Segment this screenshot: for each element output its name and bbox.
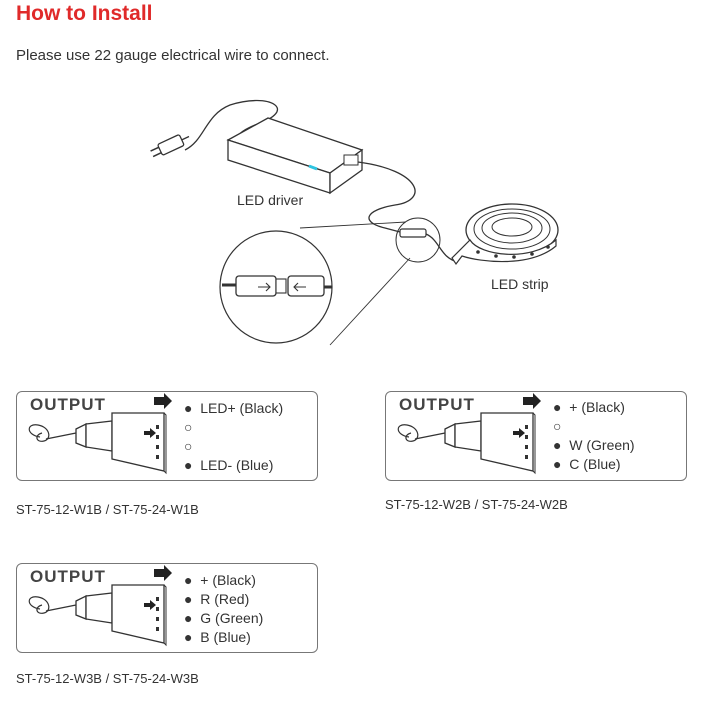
- led-strip-label: LED strip: [491, 276, 549, 292]
- wire-instruction: Please use 22 gauge electrical wire to c…: [16, 47, 330, 64]
- pin-label: LED+ (Black): [200, 400, 284, 416]
- pin-bullet: ●: [184, 400, 193, 416]
- output-connector-icon: [28, 565, 172, 647]
- led-driver-label: LED driver: [237, 192, 304, 208]
- pin-label: + (Black): [569, 399, 625, 415]
- pin-bullet: ●: [553, 399, 562, 415]
- pin-bullet: ●: [553, 437, 562, 453]
- pin-label: C (Blue): [569, 456, 621, 472]
- model-numbers: ST-75-12-W2B / ST-75-24-W2B: [385, 497, 568, 512]
- power-plug-icon: [150, 134, 190, 158]
- installation-diagram: [150, 99, 559, 346]
- model-numbers: ST-75-12-W3B / ST-75-24-W3B: [16, 671, 199, 686]
- output-title: OUTPUT: [30, 567, 106, 586]
- pin-label: B (Blue): [200, 629, 251, 645]
- output-title: OUTPUT: [30, 395, 106, 414]
- pin-bullet: ●: [184, 572, 193, 588]
- pin-label: LED- (Blue): [200, 457, 274, 473]
- pin-label: R (Red): [200, 591, 250, 607]
- page-title: How to Install: [16, 2, 153, 25]
- pin-label: W (Green): [569, 437, 635, 453]
- output-connector-icon: [397, 393, 541, 475]
- pin-bullet: ●: [184, 610, 193, 626]
- connector-closeup: [219, 230, 333, 344]
- output-connector-icon: [28, 393, 172, 475]
- pin-label: G (Green): [200, 610, 264, 626]
- pin-bullet: ●: [184, 591, 193, 607]
- output-title: OUTPUT: [399, 395, 475, 414]
- pin-bullet: ○: [184, 419, 193, 435]
- output-cable: [357, 161, 416, 233]
- pin-bullet: ●: [184, 629, 193, 645]
- led-strip-reel: [451, 203, 559, 266]
- led-driver-box: [226, 117, 364, 195]
- pin-bullet: ●: [184, 457, 193, 473]
- pin-bullet: ○: [553, 418, 562, 434]
- pin-bullet: ●: [553, 456, 562, 472]
- pin-label: + (Black): [200, 572, 256, 588]
- model-numbers: ST-75-12-W1B / ST-75-24-W1B: [16, 502, 199, 517]
- pin-bullet: ○: [184, 438, 193, 454]
